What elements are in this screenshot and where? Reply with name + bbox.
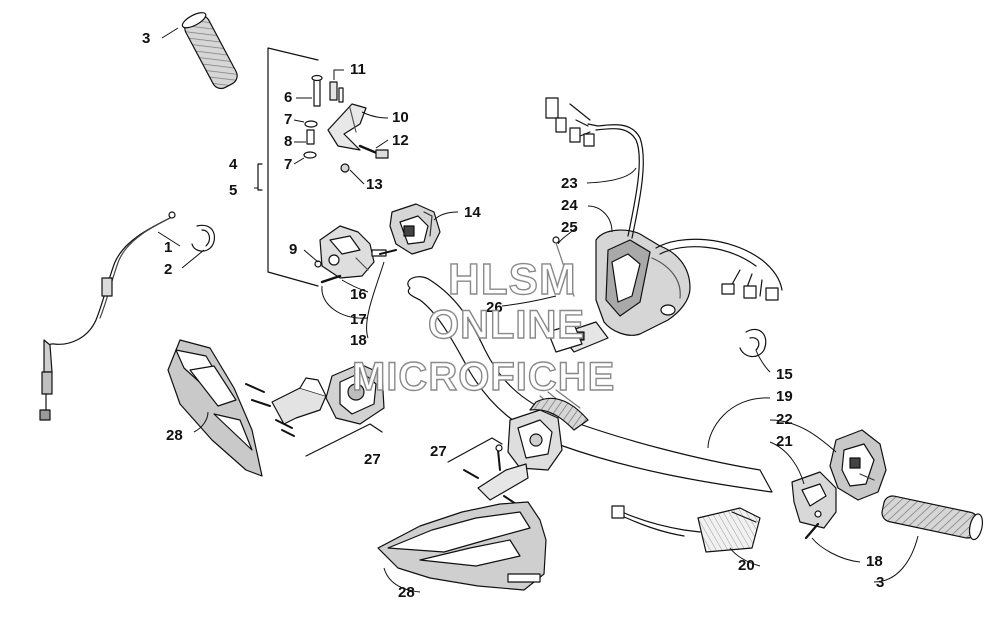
right-grip (881, 495, 984, 541)
callout-24: 24 (561, 197, 578, 214)
wiring-20 (611, 505, 761, 553)
callout-27-center: 27 (430, 443, 447, 460)
callout-4: 4 (229, 156, 238, 173)
callout-26: 26 (486, 299, 503, 316)
callout-16: 16 (350, 286, 367, 303)
callout-1-throttle-cable: 1 (164, 239, 173, 256)
callout-3-grip-left: 3 (142, 30, 151, 47)
cable-clip-right (739, 328, 767, 358)
callout-13: 13 (366, 176, 383, 193)
callout-14-switch-housing: 14 (464, 204, 481, 221)
callout-28-bottom: 28 (398, 584, 415, 601)
wire-harness-upper (545, 97, 644, 239)
callout-11: 11 (350, 61, 366, 78)
mount-bracket-center (463, 409, 563, 515)
callout-15: 15 (776, 366, 793, 383)
watermark-line-2: ONLINE (427, 303, 586, 347)
watermark-line-3: MICROFICHE (351, 355, 616, 399)
callout-18-left: 18 (350, 332, 367, 349)
callout-8: 8 (284, 133, 293, 150)
callout-6: 6 (284, 89, 293, 106)
callout-12: 12 (392, 132, 409, 149)
callout-2-cable-clip: 2 (164, 261, 173, 278)
callout-7-lower: 7 (284, 156, 293, 173)
callout-5: 5 (229, 182, 238, 199)
throttle-control-parts (303, 74, 389, 173)
screw-18-right (804, 522, 820, 540)
throttle-cable (39, 211, 176, 421)
callout-27-left: 27 (364, 451, 381, 468)
bracket-line-27a (305, 423, 383, 457)
switch-housing-left (389, 203, 441, 255)
mount-bracket-left (245, 363, 385, 437)
wire-harness-right (655, 238, 783, 301)
throttle-housing (314, 225, 387, 279)
callout-20: 20 (738, 557, 755, 574)
callout-23: 23 (561, 175, 578, 192)
callout-10: 10 (392, 109, 409, 126)
switch-cover-21 (791, 471, 837, 529)
connector-26 (547, 323, 583, 353)
leader-lines (157, 27, 919, 593)
callout-7-upper: 7 (284, 111, 293, 128)
callout-18-right: 18 (866, 553, 883, 570)
watermark-line-1: HLSM (447, 255, 577, 304)
hood-cover-bottom (377, 501, 547, 591)
handlebar (407, 276, 773, 493)
cable-clip-left (191, 224, 216, 252)
callout-19: 19 (776, 388, 793, 405)
callout-25: 25 (561, 219, 578, 236)
grip-heater-controller (552, 229, 691, 353)
hood-cover-left (167, 339, 263, 477)
left-screws (320, 249, 397, 284)
callout-21: 21 (776, 433, 793, 450)
callout-3-grip-right: 3 (876, 574, 885, 591)
switch-housing-right (829, 429, 887, 501)
bracket-line-27b (447, 437, 503, 463)
callout-9-throttle-housing: 9 (289, 241, 298, 258)
callout-28-left: 28 (166, 427, 183, 444)
callout-22: 22 (776, 411, 793, 428)
callout-17: 17 (350, 311, 367, 328)
group-bracket-4-5 (257, 47, 319, 287)
left-grip (181, 12, 238, 90)
